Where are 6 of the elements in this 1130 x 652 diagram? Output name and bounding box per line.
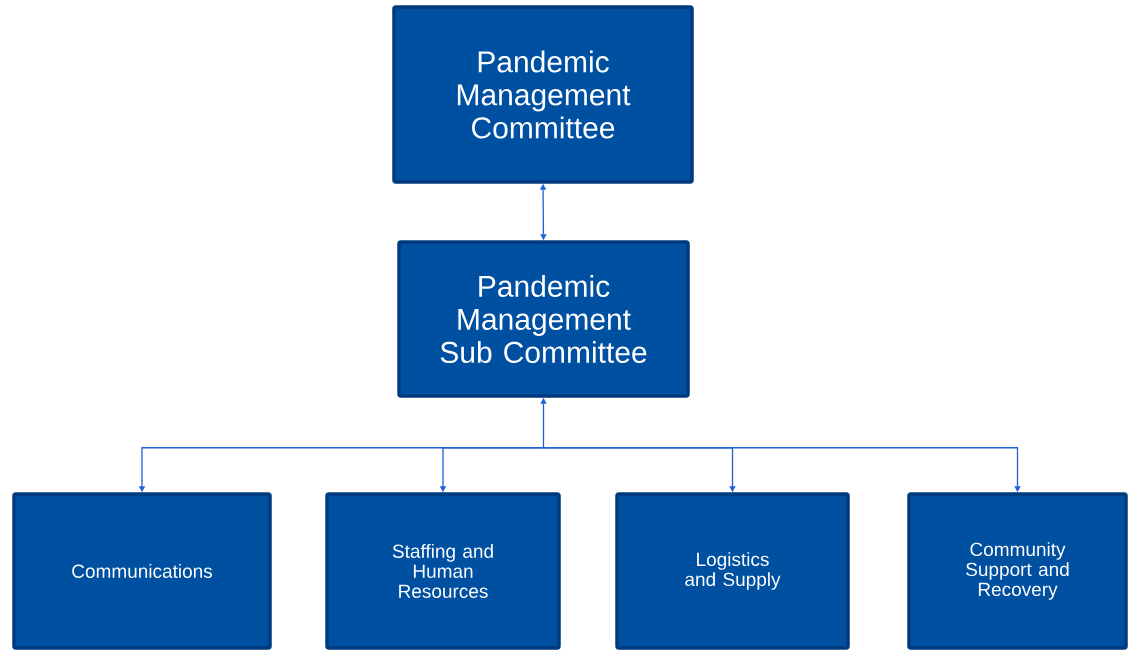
org-box: Pandemic Management Sub Committee — [397, 240, 690, 398]
org-box: Community Support and Recovery — [907, 492, 1128, 650]
org-box: Staffing and Human Resources — [325, 492, 561, 650]
org-box: Pandemic Management Committee — [392, 5, 694, 184]
org-box: Logistics and Supply — [615, 492, 850, 650]
org-box: Communications — [12, 492, 272, 650]
